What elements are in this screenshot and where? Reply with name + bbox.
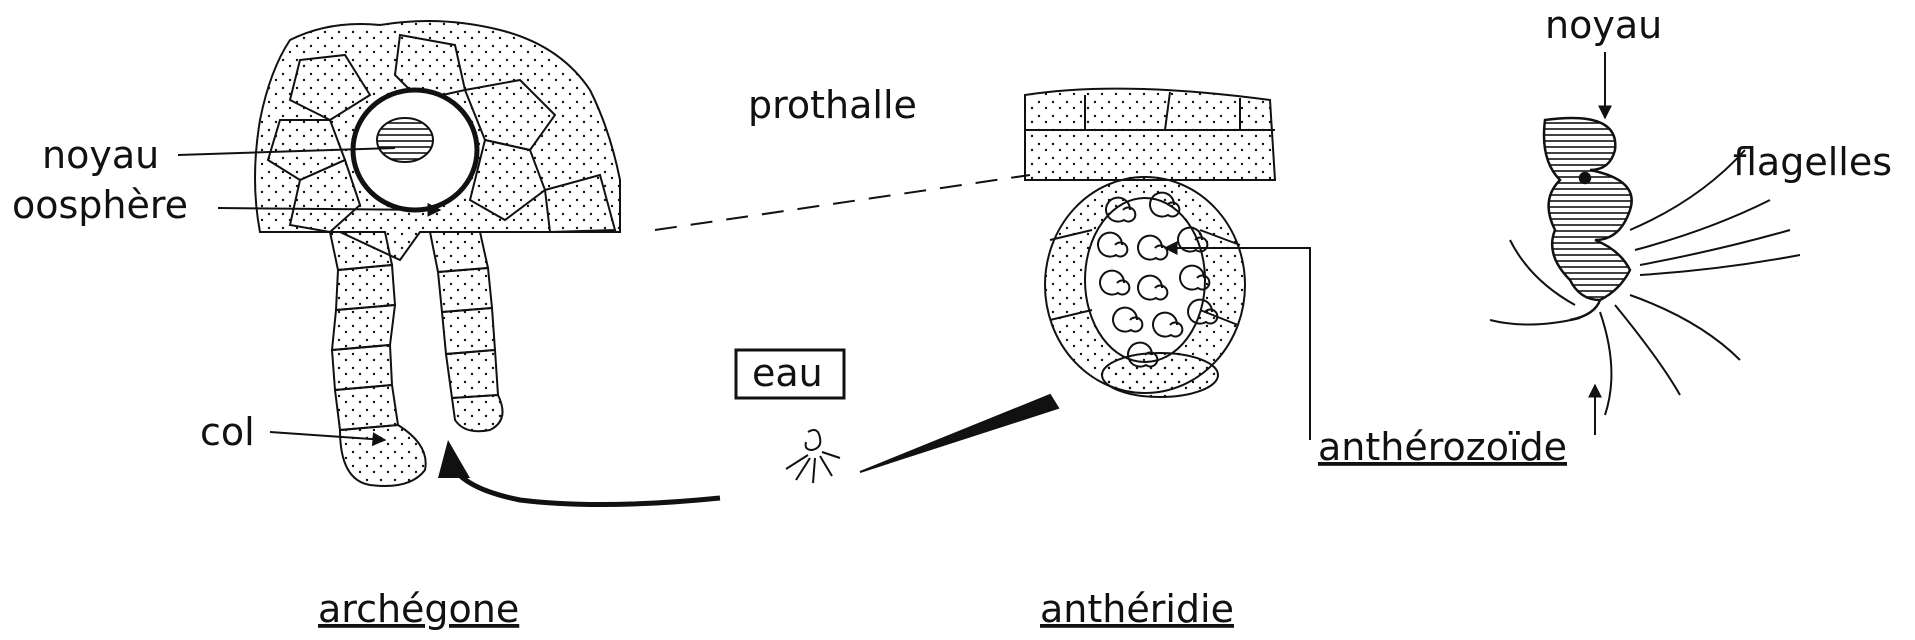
- swim-arrow: [455, 470, 720, 505]
- label-flagelles: flagelles: [1733, 140, 1892, 184]
- prothalle-dashed-line: [655, 175, 1030, 230]
- label-eau: eau: [752, 351, 823, 395]
- label-archegone: archégone: [318, 587, 519, 631]
- label-col: col: [200, 410, 255, 454]
- swimming-antherozoide: [786, 430, 840, 483]
- label-antherozoide: anthérozoïde: [1318, 425, 1567, 469]
- release-stroke: [860, 395, 1058, 472]
- swim-arrowhead: [438, 440, 470, 478]
- oosphere-nucleus: [377, 118, 433, 162]
- label-oosphere: oosphère: [12, 183, 188, 227]
- archegone-structure: [255, 21, 620, 486]
- label-noyau-right: noyau: [1545, 3, 1662, 47]
- antheridie-structure: [1025, 89, 1275, 397]
- label-noyau-left: noyau: [42, 133, 159, 177]
- label-antheridie: anthéridie: [1040, 587, 1234, 631]
- label-prothalle: prothalle: [748, 83, 917, 127]
